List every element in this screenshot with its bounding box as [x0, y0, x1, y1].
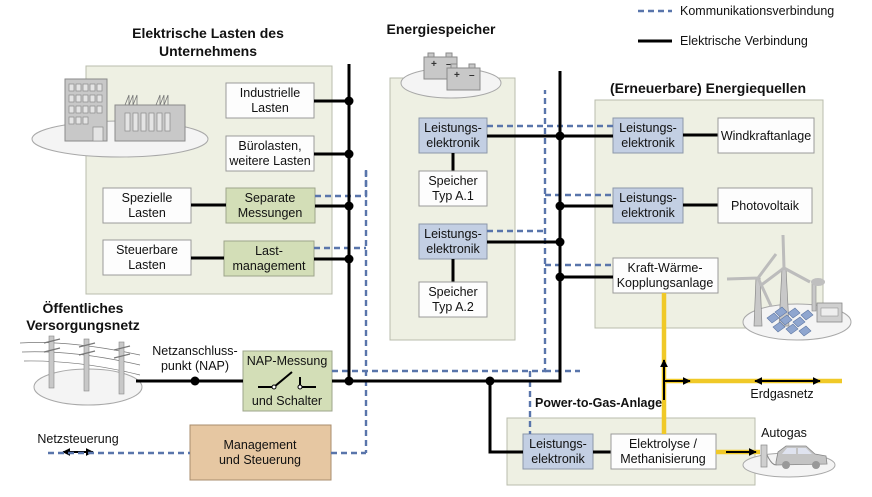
load-management-label-2: management: [233, 259, 306, 273]
separate-measurement-label-1: Separate: [245, 191, 296, 205]
storage-a1-label-1: Speicher: [428, 174, 477, 188]
storage-a1-box: [418, 170, 488, 207]
wind-pe-label-1: Leistungs-: [619, 121, 677, 135]
management-control-box[interactable]: [189, 424, 332, 481]
nap-switch-label: und Schalter: [252, 394, 322, 408]
svg-text:+: +: [454, 70, 460, 81]
storage-a2-label-1: Speicher: [428, 285, 477, 299]
nap-label-2: punkt (NAP): [161, 359, 229, 373]
grid-title-2: Versorgungsnetz: [26, 317, 140, 333]
electrolysis-label-1: Elektrolyse /: [629, 437, 698, 451]
grid-control-label: Netzsteuerung: [37, 432, 118, 446]
grid-title-1: Öffentliches: [43, 300, 124, 316]
storage-pe1-label-2: elektronik: [426, 136, 480, 150]
electrical-lines: [136, 64, 613, 454]
svg-text:+: +: [431, 59, 437, 70]
storage-pe1-label-1: Leistungs-: [424, 121, 482, 135]
svg-text:–: –: [469, 70, 475, 81]
wind-pe-label-2: elektronik: [621, 136, 675, 150]
controllable-loads-label-1: Steuerbare: [116, 243, 178, 257]
p2g-title: Power-to-Gas-Anlage: [535, 396, 662, 410]
industrial-loads-label-2: Lasten: [251, 101, 289, 115]
load-management-label-1: Last-: [255, 244, 283, 258]
communication-lines: [48, 90, 613, 455]
wind-turbine-label: Windkraftanlage: [721, 129, 811, 143]
legend: Kommunikationsverbindung Elektrische Ver…: [638, 4, 834, 48]
nap-measurement-label: NAP-Messung: [247, 354, 328, 368]
industrial-loads-box: [225, 82, 315, 119]
loads-title-2: Unternehmens: [159, 43, 257, 59]
storage-a1-label-2: Typ A.1: [432, 189, 474, 203]
management-label-2: und Steuerung: [219, 453, 301, 467]
management-label-1: Management: [224, 438, 297, 452]
storage-title: Energiespeicher: [387, 21, 496, 37]
office-loads-label-1: Bürolasten,: [238, 139, 301, 153]
pv-pe-box: [612, 187, 684, 224]
chp-box: [612, 257, 719, 294]
car-fuel-icon: [742, 444, 836, 478]
nap-label-1: Netzanschluss-: [152, 344, 237, 358]
chp-label-2: Kopplungsanlage: [617, 276, 714, 290]
separate-measurement-label-2: Messungen: [238, 206, 303, 220]
sources-title: (Erneuerbare) Energiequellen: [610, 80, 806, 96]
office-loads-label-2: weitere Lasten: [228, 154, 310, 168]
legend-comm-label: Kommunikationsverbindung: [680, 4, 834, 18]
pv-pe-label-1: Leistungs-: [619, 191, 677, 205]
special-loads-label-2: Lasten: [128, 206, 166, 220]
power-pylon-icon: [19, 335, 143, 406]
p2g-pe-label-2: elektronik: [531, 452, 585, 466]
svg-text:–: –: [446, 59, 452, 70]
storage-pe2-label-2: elektronik: [426, 242, 480, 256]
storage-a2-label-2: Typ A.2: [432, 300, 474, 314]
special-loads-box: [102, 187, 192, 224]
junction-dots: [190, 96, 565, 386]
legend-elec-label: Elektrische Verbindung: [680, 34, 808, 48]
storage-pe2-box: [418, 223, 488, 260]
controllable-loads-label-2: Lasten: [128, 258, 166, 272]
office-factory-icon: [31, 78, 209, 158]
p2g-pe-box: [522, 433, 594, 470]
nap-measurement-switch-box[interactable]: [242, 350, 333, 412]
gas-grid-label: Erdgasnetz: [750, 387, 813, 401]
autogas-label: Autogas: [761, 426, 807, 440]
controllable-loads-box: [102, 239, 192, 276]
photovoltaic-box: [717, 187, 813, 224]
photovoltaic-label: Photovoltaik: [731, 199, 800, 213]
loads-title-1: Elektrische Lasten des: [132, 25, 284, 41]
pv-pe-label-2: elektronik: [621, 206, 675, 220]
wind-solar-icon: [726, 234, 852, 341]
gas-lines: [660, 293, 842, 456]
wind-turbine-box: [717, 117, 815, 154]
separate-measurement-box: [225, 187, 316, 224]
battery-icon: + – + –: [400, 52, 502, 99]
p2g-pe-label-1: Leistungs-: [529, 437, 587, 451]
industrial-loads-label-1: Industrielle: [240, 86, 300, 100]
special-loads-label-1: Spezielle: [122, 191, 173, 205]
storage-pe2-label-1: Leistungs-: [424, 227, 482, 241]
electrolysis-label-2: Methanisierung: [620, 452, 706, 466]
load-management-box: [223, 240, 315, 277]
chp-label-1: Kraft-Wärme-: [628, 261, 703, 275]
storage-a2-box: [418, 281, 488, 318]
switch-icon: [258, 371, 316, 390]
